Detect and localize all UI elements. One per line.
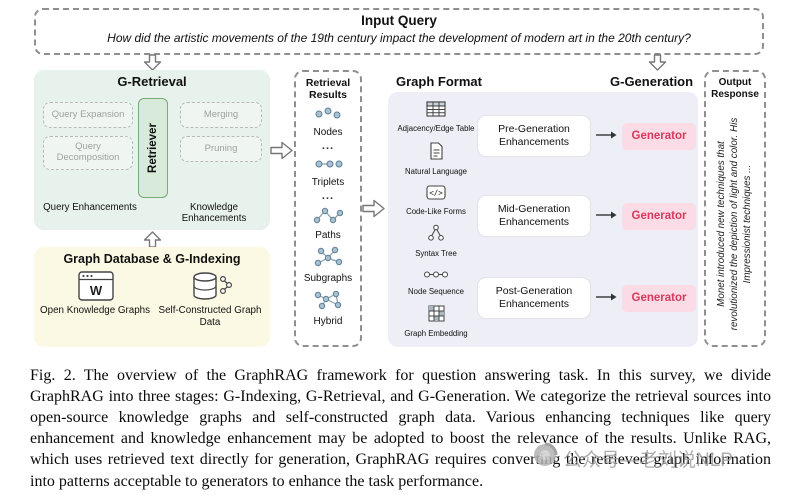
pruning-box: Pruning bbox=[180, 136, 262, 162]
node-sequence-icon bbox=[423, 267, 449, 285]
node-sequence-label: Node Sequence bbox=[408, 286, 464, 296]
arrow-right-to-results-icon bbox=[270, 141, 293, 165]
result-item-hybrid: Hybrid bbox=[312, 289, 344, 327]
merging-box: Merging bbox=[180, 102, 262, 128]
retrieval-results-title: Retrieval Results bbox=[305, 77, 351, 102]
format-item-code: </> Code-Like Forms bbox=[406, 185, 466, 216]
paths-label: Paths bbox=[315, 230, 341, 242]
g-retrieval-title: G-Retrieval bbox=[117, 74, 187, 89]
graph-database-panel: Graph Database & G-Indexing W Open Knowl… bbox=[34, 247, 270, 347]
self-constructed-graph-data-label: Self-Constructed Graph Data bbox=[158, 305, 262, 328]
browser-window-w-icon: W bbox=[78, 271, 114, 306]
generator-box: Generator bbox=[622, 122, 696, 150]
adjacency-table-icon bbox=[426, 101, 446, 122]
arrow-down-to-retrieval-icon bbox=[143, 54, 162, 76]
result-item-triplets: Triplets bbox=[312, 157, 344, 188]
format-item-node-sequence: Node Sequence bbox=[408, 267, 464, 296]
pre-generation-stage-row: Pre-Generation Enhancements Generator bbox=[478, 116, 696, 156]
ellipsis-text: ... bbox=[321, 190, 335, 203]
retriever-label: Retriever bbox=[147, 123, 159, 173]
output-response-panel: Output Response Monet introduced new tec… bbox=[704, 70, 766, 347]
code-like-forms-label: Code-Like Forms bbox=[406, 206, 466, 216]
graph-database-title: Graph Database & G-Indexing bbox=[63, 252, 241, 266]
g-generation-title: G-Generation bbox=[610, 74, 694, 89]
generator-box: Generator bbox=[622, 284, 696, 312]
output-response-text: Monet introduced new techniques that rev… bbox=[716, 117, 754, 331]
open-knowledge-graphs-label: Open Knowledge Graphs bbox=[40, 305, 151, 316]
graph-format-title: Graph Format bbox=[396, 74, 482, 89]
document-icon bbox=[429, 142, 444, 165]
ellipsis-text: ... bbox=[321, 140, 335, 153]
syntax-tree-label: Syntax Tree bbox=[415, 249, 457, 259]
g-generation-panel: Adjacency/Edge Table Natural Language </… bbox=[388, 92, 698, 347]
code-icon: </> bbox=[426, 185, 446, 205]
hybrid-label: Hybrid bbox=[313, 316, 343, 328]
g-retrieval-panel: G-Retrieval Query Expansion Query Decomp… bbox=[34, 70, 270, 230]
figure-caption: Fig. 2. The overview of the GraphRAG fra… bbox=[30, 367, 771, 490]
format-item-adjacency: Adjacency/Edge Table bbox=[397, 101, 475, 134]
triplets-graph-icon bbox=[313, 157, 343, 176]
subgraphs-label: Subgraphs bbox=[303, 273, 353, 285]
triplets-label: Triplets bbox=[311, 177, 345, 189]
mid-generation-stage-row: Mid-Generation Enhancements Generator bbox=[478, 196, 696, 236]
query-expansion-box: Query Expansion bbox=[43, 102, 133, 128]
nodes-graph-icon bbox=[313, 106, 343, 126]
format-item-natural-language: Natural Language bbox=[405, 142, 467, 176]
retrieval-results-panel: Retrieval Results Nodes ... Triplets ...… bbox=[294, 70, 362, 347]
graph-embedding-icon bbox=[428, 305, 445, 327]
query-enhancements-label: Query Enhancements bbox=[43, 202, 137, 213]
pre-generation-enhancements-box: Pre-Generation Enhancements bbox=[478, 116, 590, 156]
input-query-box: Input Query How did the artistic movemen… bbox=[34, 8, 764, 55]
result-item-subgraphs: Subgraphs bbox=[304, 246, 352, 284]
paths-graph-icon bbox=[313, 207, 344, 229]
format-item-graph-embedding: Graph Embedding bbox=[404, 305, 468, 338]
input-query-text: How did the artistic movements of the 19… bbox=[107, 31, 691, 45]
natural-language-label: Natural Language bbox=[405, 166, 467, 176]
arrow-up-from-database-icon bbox=[143, 231, 162, 253]
svg-text:W: W bbox=[90, 283, 103, 298]
graph-embedding-label: Graph Embedding bbox=[404, 328, 468, 338]
graph-database-icon bbox=[190, 271, 232, 308]
arrow-right-icon bbox=[595, 207, 617, 225]
input-query-title: Input Query bbox=[361, 13, 437, 28]
arrow-right-icon bbox=[595, 289, 617, 307]
post-generation-enhancements-box: Post-Generation Enhancements bbox=[478, 278, 590, 318]
format-item-syntax-tree: Syntax Tree bbox=[415, 224, 457, 258]
query-decomposition-box: Query Decomposition bbox=[43, 136, 133, 170]
retriever-box: Retriever bbox=[138, 98, 168, 198]
generator-box: Generator bbox=[622, 202, 696, 230]
result-item-paths: Paths bbox=[313, 207, 344, 242]
result-item-nodes: Nodes bbox=[313, 106, 343, 138]
hybrid-graph-icon bbox=[312, 289, 344, 315]
output-response-title: Output Response bbox=[711, 77, 759, 100]
post-generation-stage-row: Post-Generation Enhancements Generator bbox=[478, 278, 696, 318]
nodes-label: Nodes bbox=[313, 127, 343, 139]
syntax-tree-icon bbox=[426, 224, 446, 247]
subgraphs-graph-icon bbox=[312, 246, 344, 272]
adjacency-table-label: Adjacency/Edge Table bbox=[397, 124, 475, 134]
mid-generation-enhancements-box: Mid-Generation Enhancements bbox=[478, 196, 590, 236]
svg-text:</>: </> bbox=[429, 188, 443, 197]
arrow-right-to-format-icon bbox=[362, 199, 385, 223]
knowledge-enhancements-label: Knowledge Enhancements bbox=[181, 202, 247, 224]
arrow-right-icon bbox=[595, 127, 617, 145]
arrow-down-to-generation-icon bbox=[648, 54, 667, 76]
graph-format-column: Adjacency/Edge Table Natural Language </… bbox=[391, 92, 481, 347]
